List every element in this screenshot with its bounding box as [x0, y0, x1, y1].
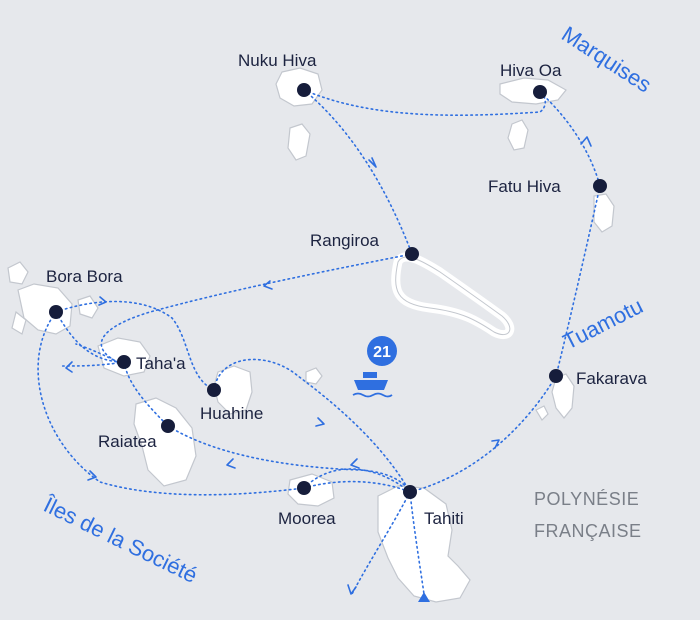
stops	[49, 83, 607, 499]
route-raiatea-tahiti	[167, 425, 411, 493]
island-bora-bora	[17, 283, 73, 335]
route-huahine-tahiti	[213, 358, 411, 493]
arrow-icon	[226, 458, 236, 469]
island-tahuata	[507, 119, 529, 151]
island-raiatea	[133, 397, 197, 487]
arrow-icon	[580, 136, 592, 147]
route-tahiti-south-2	[409, 491, 425, 595]
country-label: POLYNÉSIE FRANÇAISE	[534, 489, 642, 541]
region-societe: Îles de la Société	[39, 492, 201, 588]
label-huahine: Huahine	[200, 404, 263, 423]
atoll-ring	[391, 252, 515, 340]
label-bora-bora: Bora Bora	[46, 267, 123, 286]
island-tupai	[77, 295, 99, 319]
label-raiatea: Raiatea	[98, 432, 157, 451]
arrow-icon	[263, 280, 273, 290]
rangiroa-atoll	[391, 252, 515, 340]
arrow-icon	[87, 470, 97, 481]
atoll-ring-outline	[395, 256, 511, 336]
island-ua-pou	[287, 123, 311, 161]
label-fakarava: Fakarava	[576, 369, 647, 388]
stop-marker-moorea[interactable]	[297, 481, 311, 495]
country-line-2: FRANÇAISE	[534, 521, 642, 541]
label-nuku-hiva: Nuku Hiva	[238, 51, 317, 70]
badge-number: 21	[373, 344, 391, 361]
route-fatuhiva-fakarava	[555, 185, 601, 377]
region-tuamotu: Tuamotu	[559, 293, 647, 354]
route-tahiti-south-1	[351, 491, 411, 595]
island-tahiti	[377, 485, 471, 603]
arrow-icon	[65, 361, 73, 373]
label-tahaa: Taha'a	[136, 354, 186, 373]
stop-marker-tahaa[interactable]	[117, 355, 131, 369]
island-fatu-hiva	[593, 193, 615, 233]
island-tuamotu-motu	[535, 405, 549, 421]
route-moorea-tahiti-2	[303, 480, 411, 493]
route-arrows	[65, 136, 592, 602]
stop-marker-hiva-oa[interactable]	[533, 85, 547, 99]
region-marquises: Marquises	[557, 21, 656, 97]
stop-marker-fatu-hiva[interactable]	[593, 179, 607, 193]
route-borabora-tahaa	[55, 311, 125, 363]
arrow-icon	[368, 157, 377, 168]
cruise-routes	[37, 89, 601, 595]
stop-marker-rangiroa[interactable]	[405, 247, 419, 261]
ship-icon	[352, 372, 393, 398]
islands	[7, 67, 615, 603]
stop-marker-raiatea[interactable]	[161, 419, 175, 433]
route-borabora-loop	[55, 300, 215, 391]
route-nukuhiva-hivaoa	[303, 89, 547, 116]
label-rangiroa: Rangiroa	[310, 231, 380, 250]
island-moorea	[287, 473, 335, 507]
stop-marker-bora-bora[interactable]	[49, 305, 63, 319]
label-fatu-hiva: Fatu Hiva	[488, 177, 561, 196]
arrow-icon	[350, 458, 360, 469]
stop-marker-nuku-hiva[interactable]	[297, 83, 311, 97]
arrow-icon	[347, 584, 357, 595]
badge-circle	[367, 336, 397, 366]
stop-labels: Nuku Hiva Hiva Oa Fatu Hiva Rangiroa Bor…	[46, 51, 647, 528]
route-fakarava-tahiti	[409, 375, 557, 493]
route-moorea-tahiti	[303, 468, 411, 493]
label-moorea: Moorea	[278, 509, 336, 528]
itinerary-badge: 21	[367, 336, 397, 366]
country-line-1: POLYNÉSIE	[534, 489, 639, 509]
island-maupiti	[7, 261, 29, 285]
arrow-icon	[98, 296, 107, 306]
label-tahiti: Tahiti	[424, 509, 464, 528]
arrow-icon	[491, 439, 500, 449]
stop-marker-huahine[interactable]	[207, 383, 221, 397]
island-bora-lagoon	[11, 310, 27, 335]
arrow-icon	[315, 417, 325, 427]
label-hiva-oa: Hiva Oa	[500, 61, 562, 80]
route-nukuhiva-rangiroa	[303, 89, 413, 255]
route-borabora-moorea	[37, 311, 305, 496]
island-motu	[305, 367, 323, 385]
triangle-marker-icon	[418, 592, 430, 602]
stop-marker-tahiti[interactable]	[403, 485, 417, 499]
route-hivaoa-fatuhiva	[539, 91, 601, 187]
stop-marker-fakarava[interactable]	[549, 369, 563, 383]
island-fakarava	[551, 373, 575, 419]
island-hiva-oa	[499, 77, 567, 105]
